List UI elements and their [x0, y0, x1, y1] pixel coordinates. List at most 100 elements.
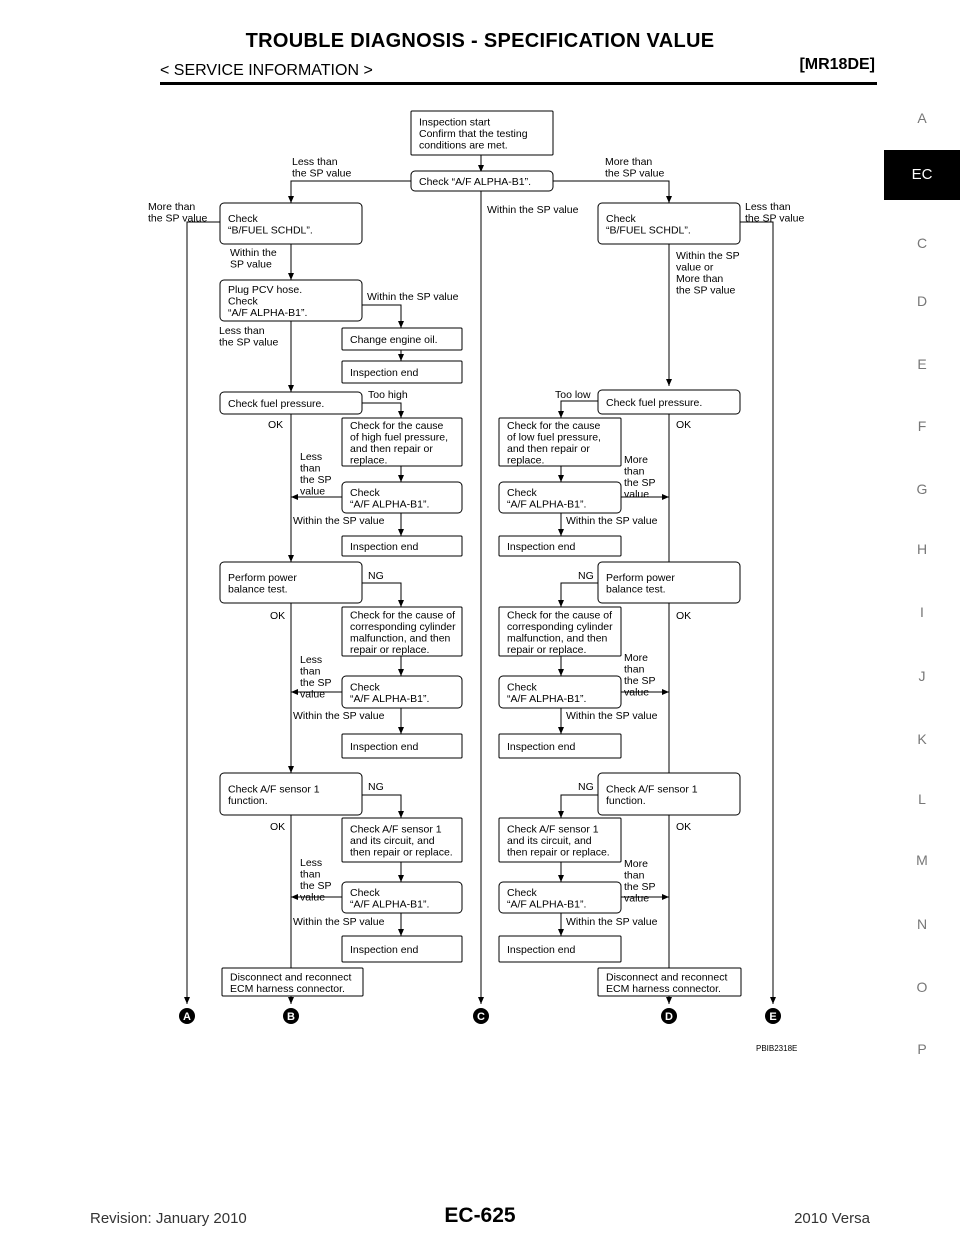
text-line: Change engine oil. — [350, 334, 438, 346]
text-line: NG — [578, 781, 594, 793]
arrowhead — [184, 997, 190, 1004]
tab-p[interactable]: P — [917, 1041, 927, 1057]
arrowhead — [398, 929, 404, 936]
flow-box-end-r3: Inspection end — [498, 733, 622, 759]
flow-box-fuel-schdl-r: Check“B/FUEL SCHDL”. — [597, 202, 741, 245]
text-line: Less than — [745, 201, 791, 213]
flow-line — [290, 180, 411, 203]
flow-box-af-r2: Check“A/F ALPHA-B1”. — [498, 675, 622, 709]
arrowhead — [288, 385, 294, 392]
connector-c: C — [473, 1008, 489, 1024]
tab-k[interactable]: K — [917, 731, 927, 747]
tab-h[interactable]: H — [916, 541, 928, 557]
branch-label-ok-pw-r: OK — [676, 610, 691, 622]
flow-box-af-r1: Check“A/F ALPHA-B1”. — [498, 481, 622, 514]
text-line: of high fuel pressure, — [350, 431, 448, 443]
tab-c[interactable]: C — [916, 235, 928, 251]
branch-label-within-pcv: Within the SP value — [367, 291, 459, 303]
text-line: Check — [350, 681, 381, 693]
text-line: Too low — [555, 389, 591, 401]
text-line: the SP value — [219, 337, 279, 349]
arrowhead — [558, 811, 564, 818]
text-line: replace. — [507, 454, 544, 466]
arrowhead — [662, 689, 669, 695]
tab-m[interactable]: M — [916, 852, 928, 868]
text-line: Plug PCV hose. — [228, 284, 302, 296]
arrowhead — [288, 555, 294, 562]
text-line: “B/FUEL SCHDL”. — [606, 224, 691, 236]
text-line: Inspection end — [507, 944, 575, 956]
flow-line — [362, 794, 402, 818]
text-line: “A/F ALPHA-B1”. — [228, 307, 307, 319]
arrowhead — [662, 894, 669, 900]
section-tabs: A EC C D E F G H I J K L M N O P — [884, 0, 960, 1242]
text-line: Within the SP value — [566, 710, 658, 722]
text-line: corresponding cylinder — [350, 621, 456, 633]
flow-box-end-r2: Inspection end — [498, 535, 622, 557]
connector-e: E — [765, 1008, 781, 1024]
text-line: the SP — [624, 881, 656, 893]
tab-ec[interactable]: EC — [884, 150, 960, 200]
text-line: “A/F ALPHA-B1”. — [507, 693, 586, 705]
text-line: balance test. — [228, 583, 288, 595]
text-line: Inspection end — [350, 944, 418, 956]
page-number: EC-625 — [444, 1204, 516, 1227]
text-line: Confirm that the testing — [419, 128, 528, 140]
text-line: Less — [300, 451, 322, 463]
text-line: Within the SP value — [293, 515, 385, 527]
text-line: value — [624, 893, 649, 905]
text-line: value — [624, 687, 649, 699]
text-line: Disconnect and reconnect — [606, 971, 727, 983]
connector-b: B — [283, 1008, 299, 1024]
tab-n[interactable]: N — [916, 916, 928, 932]
arrowhead — [398, 475, 404, 482]
tab-o[interactable]: O — [916, 979, 928, 995]
branch-label-within-r1: Within the SP value — [566, 515, 658, 527]
text-line: then repair or replace. — [507, 847, 610, 859]
text-line: balance test. — [606, 583, 666, 595]
text-line: Within the SP value — [367, 291, 459, 303]
model-label: [MR18DE] — [799, 56, 875, 73]
text-line: Check for the cause of — [350, 609, 455, 621]
text-line: Check A/F sensor 1 — [228, 783, 320, 795]
svg-text:B: B — [287, 1011, 295, 1023]
text-line: More — [624, 652, 648, 664]
tab-j[interactable]: J — [918, 668, 926, 684]
text-line: Less than — [219, 325, 265, 337]
tab-l[interactable]: L — [918, 791, 926, 807]
text-line: Check A/F sensor 1 — [507, 824, 599, 836]
text-line: the SP value — [292, 168, 352, 180]
tab-a[interactable]: A — [917, 110, 927, 126]
tab-d[interactable]: D — [916, 293, 928, 309]
tab-e[interactable]: E — [917, 356, 927, 372]
flow-box-af-l3: Check“A/F ALPHA-B1”. — [341, 881, 463, 914]
arrowhead — [558, 475, 564, 482]
text-line: Check fuel pressure. — [228, 398, 324, 410]
text-line: the SP value — [605, 168, 665, 180]
flow-line — [362, 402, 402, 418]
tab-i[interactable]: I — [920, 604, 924, 620]
text-line: NG — [368, 781, 384, 793]
arrowhead — [558, 600, 564, 607]
tab-f[interactable]: F — [917, 418, 927, 434]
revision-label: Revision: January 2010 — [90, 1210, 247, 1227]
text-line: than — [624, 870, 645, 882]
text-line: corresponding cylinder — [507, 621, 613, 633]
text-line: than — [624, 664, 645, 676]
tab-g[interactable]: G — [916, 481, 928, 497]
text-line: the SP — [300, 880, 332, 892]
arrowhead — [398, 321, 404, 328]
branch-label-within-l1: Within the SP value — [293, 515, 385, 527]
arrowhead — [398, 529, 404, 536]
text-line: Less — [300, 654, 322, 666]
arrowhead — [666, 379, 672, 386]
